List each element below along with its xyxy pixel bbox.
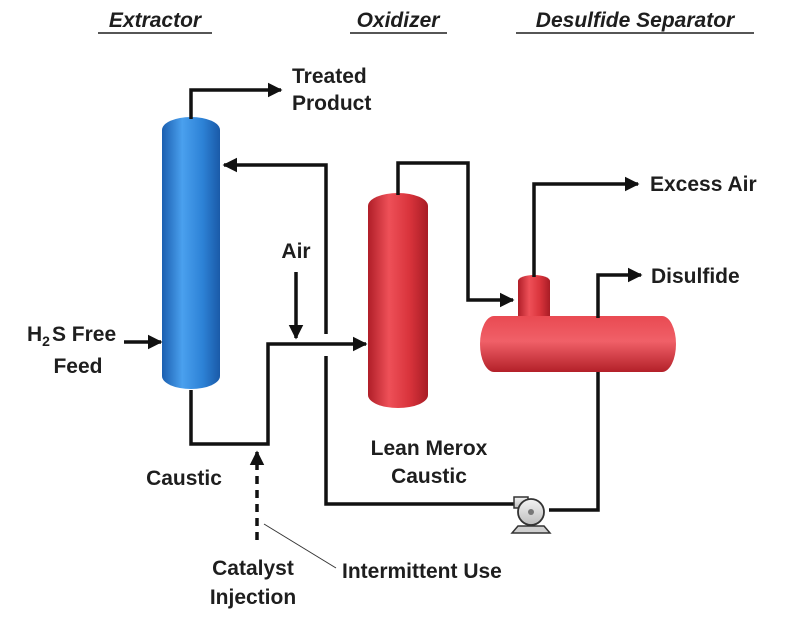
oxidizer-vessel [368, 193, 428, 408]
separator-boot [518, 275, 550, 323]
svg-text:Product: Product [292, 92, 371, 115]
svg-text:Injection: Injection [210, 586, 296, 609]
rich-caustic-line [189, 336, 368, 446]
treated-product-label: Treated Product [292, 65, 371, 115]
lean-caustic-return-line [222, 157, 328, 334]
feed-label: H2S Free Feed [27, 323, 116, 378]
svg-text:H2S Free: H2S Free [27, 323, 116, 349]
intermittent-use-leader [263, 523, 337, 569]
catalyst-injection-label: Catalyst Injection [210, 557, 296, 609]
disulfide-line [596, 267, 643, 318]
disulfide-label: Disulfide [651, 265, 740, 288]
svg-text:Extractor: Extractor [109, 9, 203, 32]
oxidizer-overhead-line [396, 161, 515, 308]
air-label: Air [281, 240, 310, 263]
pump-discharge-line [324, 356, 514, 506]
svg-text:Catalyst: Catalyst [212, 557, 294, 580]
header-extractor: Extractor [98, 9, 212, 34]
pump-icon [510, 496, 552, 534]
separator-bottoms-line [549, 372, 600, 512]
svg-text:Oxidizer: Oxidizer [357, 9, 442, 32]
svg-text:Caustic: Caustic [391, 465, 467, 488]
treated-product-line [189, 82, 283, 119]
separator-drum [480, 316, 676, 372]
svg-text:Desulfide Separator: Desulfide Separator [536, 9, 736, 32]
svg-text:Treated: Treated [292, 65, 367, 88]
header-desulfide-separator: Desulfide Separator [516, 9, 754, 34]
svg-text:Feed: Feed [53, 355, 102, 378]
extractor-column [162, 117, 220, 389]
lean-merox-caustic-label: Lean Merox Caustic [371, 437, 488, 488]
intermittent-use-label: Intermittent Use [342, 560, 502, 583]
excess-air-line [532, 176, 640, 277]
excess-air-label: Excess Air [650, 173, 757, 196]
caustic-label: Caustic [146, 467, 222, 490]
header-oxidizer: Oxidizer [350, 9, 447, 34]
svg-text:Lean Merox: Lean Merox [371, 437, 488, 460]
